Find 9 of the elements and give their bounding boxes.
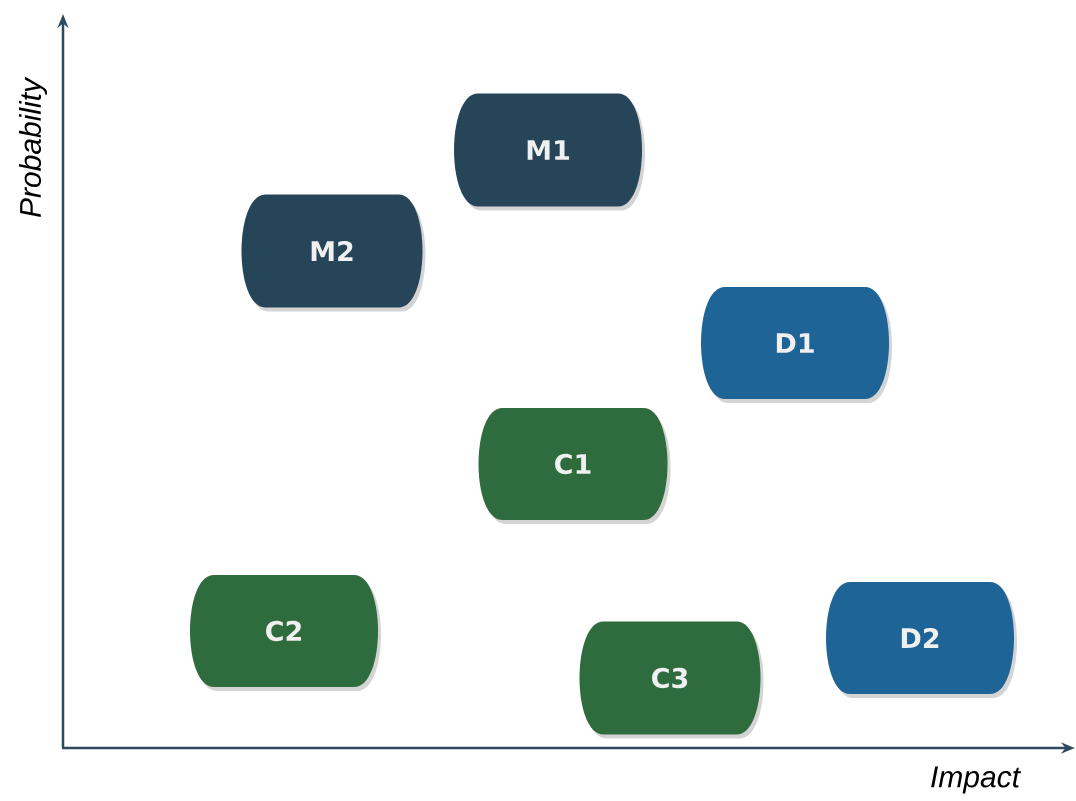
risk-box: M2 [241,194,426,312]
axis-label: Probability [19,76,47,218]
risk-box: D2 [826,582,1017,698]
risk-box: C1 [478,408,671,524]
risk-box: D1 [701,287,892,403]
risk-box: M1 [454,93,645,211]
axis-label: Impact [931,766,1022,794]
risk-box: C2 [190,575,381,691]
risk-box: C3 [579,621,764,739]
